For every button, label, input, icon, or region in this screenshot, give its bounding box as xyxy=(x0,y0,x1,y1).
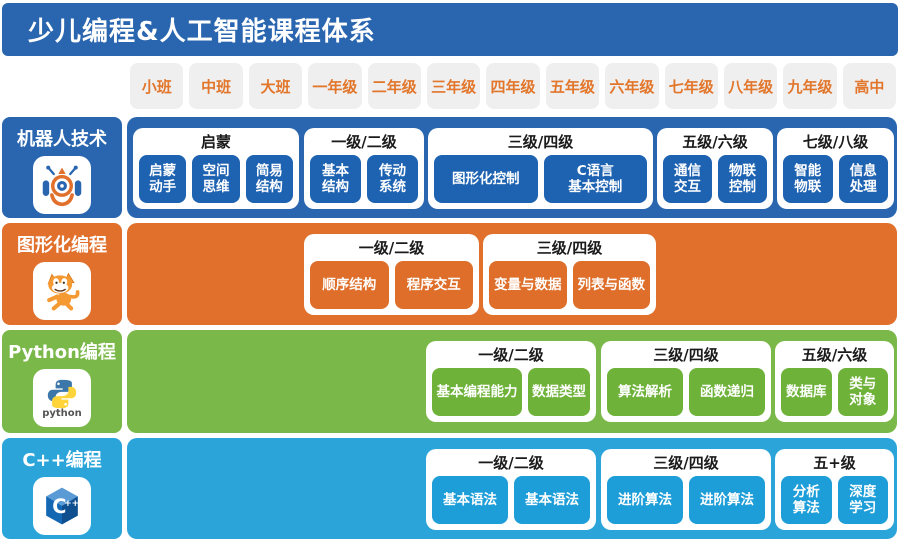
level-group: 一级/二级 基本编程能力 数据类型 xyxy=(426,341,596,422)
course-item: 物联 控制 xyxy=(718,155,767,203)
level-group: 一级/二级 顺序结构 程序交互 xyxy=(304,234,479,315)
track-label-text: 图形化编程 xyxy=(17,235,107,256)
course-item: 函数递归 xyxy=(689,368,765,416)
track-band-robotics: 启蒙 启蒙 动手 空间 思维 简易 结构 一级/二级 基本 结构 传动 系统 三… xyxy=(127,117,897,218)
course-item: 基本编程能力 xyxy=(432,368,522,416)
course-item: 深度 学习 xyxy=(837,476,888,524)
level-group-title: 三级/四级 xyxy=(653,346,719,364)
grade-chip: 小班 xyxy=(130,63,184,109)
grade-chip: 五年级 xyxy=(545,63,600,109)
level-group: 五级/六级 通信 交互 物联 控制 xyxy=(657,128,773,209)
level-group-title: 五级/六级 xyxy=(682,133,748,151)
grade-chip: 二年级 xyxy=(367,63,421,109)
course-item: 数据库 xyxy=(781,368,832,416)
track-band-cpp: 一级/二级 基本语法 基本语法 三级/四级 进阶算法 进阶算法 五+级 分析 算… xyxy=(127,438,897,539)
level-group: 一级/二级 基本语法 基本语法 xyxy=(426,449,596,530)
course-item: C语言 基本控制 xyxy=(543,155,647,203)
cpp-plusplus: ++ xyxy=(64,499,79,509)
level-group-title: 启蒙 xyxy=(200,133,231,151)
course-item: 基本语法 xyxy=(514,476,590,524)
level-group-title: 五级/六级 xyxy=(801,346,868,364)
course-item: 启蒙 动手 xyxy=(139,155,187,203)
course-item: 通信 交互 xyxy=(663,155,712,203)
track-row-python: Python编程 python 一级/二级 基本编程能力 数据类型 xyxy=(0,330,900,433)
course-item: 算法解析 xyxy=(607,368,683,416)
course-item: 信息 处理 xyxy=(838,155,888,203)
level-group: 启蒙 启蒙 动手 空间 思维 简易 结构 xyxy=(133,128,299,209)
course-item: 图形化控制 xyxy=(434,155,538,203)
course-item: 基本语法 xyxy=(432,476,508,524)
grade-chip: 八年级 xyxy=(723,63,778,109)
level-group-title: 一级/二级 xyxy=(478,454,544,472)
grade-chip: 四年级 xyxy=(486,63,540,109)
level-group-title: 一级/二级 xyxy=(331,133,397,151)
grade-chip: 九年级 xyxy=(783,63,837,109)
cpp-letter: C xyxy=(52,495,66,518)
level-group-title: 一级/二级 xyxy=(358,239,425,257)
track-band-python: 一级/二级 基本编程能力 数据类型 三级/四级 算法解析 函数递归 五级/六级 … xyxy=(127,330,897,433)
course-item: 基本 结构 xyxy=(310,155,361,203)
scratch-cat-icon xyxy=(33,262,91,320)
track-label-graphical: 图形化编程 xyxy=(2,223,122,325)
grade-chip: 七年级 xyxy=(664,63,718,109)
track-label-python: Python编程 python xyxy=(2,330,122,433)
track-label-cpp: C++编程 C ++ xyxy=(2,438,122,539)
header-bar: 少儿编程&人工智能课程体系 xyxy=(2,3,898,56)
course-item: 空间 思维 xyxy=(192,155,240,203)
level-group-title: 三级/四级 xyxy=(507,133,574,151)
level-group: 三级/四级 变量与数据 列表与函数 xyxy=(483,234,656,315)
level-group-title: 五+级 xyxy=(813,454,856,472)
track-label-text: C++编程 xyxy=(22,450,102,471)
level-group-title: 一级/二级 xyxy=(478,346,544,364)
course-item: 智能 物联 xyxy=(783,155,833,203)
level-group: 三级/四级 算法解析 函数递归 xyxy=(601,341,771,422)
level-group-title: 三级/四级 xyxy=(653,454,719,472)
course-item: 变量与数据 xyxy=(489,261,567,309)
track-row-graphical: 图形化编程 xyxy=(0,223,900,325)
grade-chip: 三年级 xyxy=(426,63,481,109)
level-group: 三级/四级 进阶算法 进阶算法 xyxy=(601,449,771,530)
course-item: 分析 算法 xyxy=(781,476,832,524)
grade-chip: 大班 xyxy=(248,63,303,109)
level-group: 五+级 分析 算法 深度 学习 xyxy=(775,449,894,530)
course-item: 程序交互 xyxy=(394,261,473,309)
python-wordmark: python xyxy=(42,408,82,419)
track-label-text: Python编程 xyxy=(8,342,116,363)
track-row-robotics: 机器人技术 xyxy=(0,117,900,218)
grade-chip: 高中 xyxy=(842,63,897,109)
level-group-title: 七级/八级 xyxy=(802,133,869,151)
level-group: 七级/八级 智能 物联 信息 处理 xyxy=(777,128,894,209)
track-row-cpp: C++编程 C ++ 一级/二级 基本语法 基本语法 三级/ xyxy=(0,438,900,539)
course-item: 类与 对象 xyxy=(837,368,888,416)
track-label-text: 机器人技术 xyxy=(17,129,107,150)
level-group: 五级/六级 数据库 类与 对象 xyxy=(775,341,894,422)
page-title: 少儿编程&人工智能课程体系 xyxy=(28,17,376,47)
cpp-icon: C ++ xyxy=(33,477,91,535)
grade-chip: 中班 xyxy=(189,63,243,109)
course-item: 列表与函数 xyxy=(572,261,650,309)
level-group: 一级/二级 基本 结构 传动 系统 xyxy=(304,128,424,209)
track-label-robotics: 机器人技术 xyxy=(2,117,122,218)
course-item: 简易 结构 xyxy=(245,155,293,203)
course-item: 数据类型 xyxy=(527,368,590,416)
robot-icon xyxy=(33,156,91,214)
grade-chip: 一年级 xyxy=(308,63,362,109)
level-group-title: 三级/四级 xyxy=(536,239,603,257)
course-item: 进阶算法 xyxy=(689,476,765,524)
level-group: 三级/四级 图形化控制 C语言 基本控制 xyxy=(428,128,653,209)
grade-scale: 小班 中班 大班 一年级 二年级 三年级 四年级 五年级 六年级 七年级 八年级… xyxy=(130,63,897,109)
grade-chip: 六年级 xyxy=(605,63,659,109)
python-icon: python xyxy=(33,369,91,427)
course-item: 传动 系统 xyxy=(367,155,418,203)
track-band-graphical: 一级/二级 顺序结构 程序交互 三级/四级 变量与数据 列表与函数 xyxy=(127,223,897,325)
course-item: 顺序结构 xyxy=(310,261,389,309)
course-item: 进阶算法 xyxy=(607,476,683,524)
